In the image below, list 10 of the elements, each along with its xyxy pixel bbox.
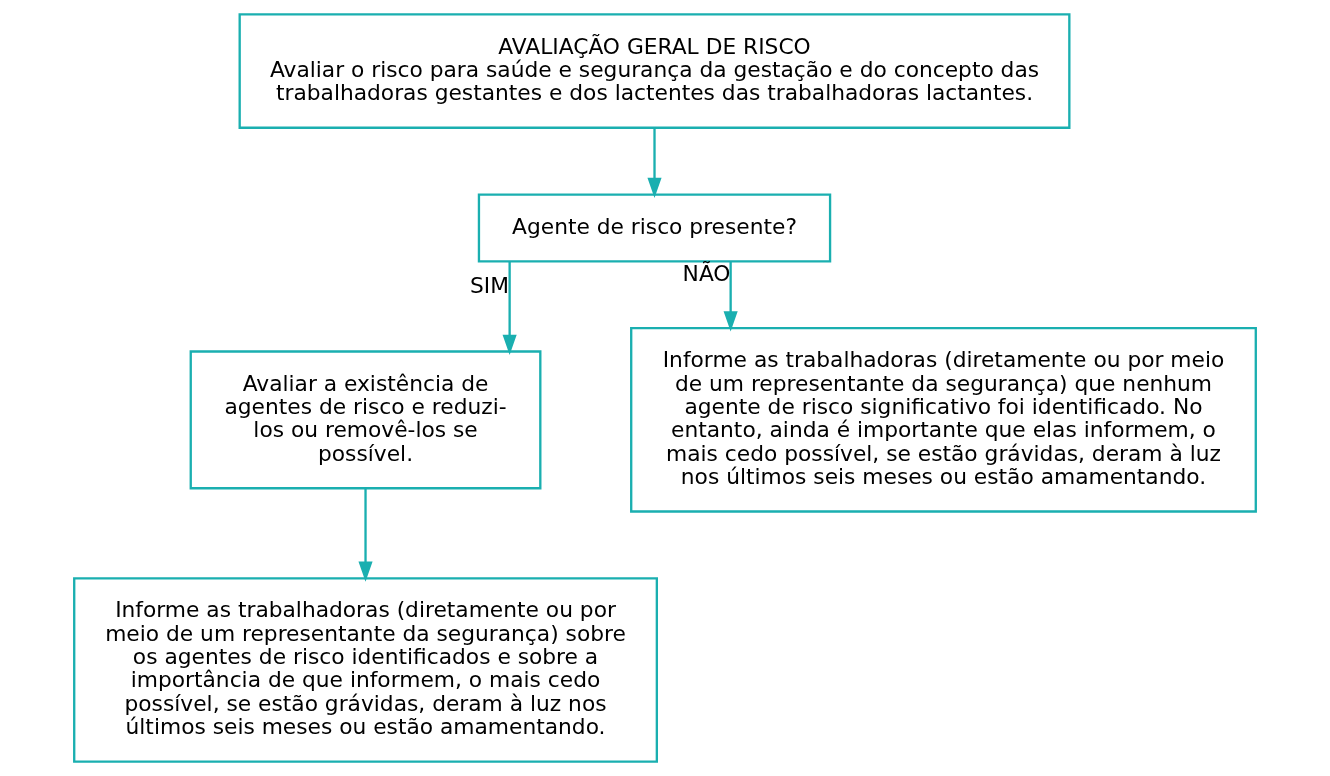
arrow (647, 128, 662, 198)
arrow (723, 261, 738, 332)
node-box: Avaliar a existência de agentes de risco e reduzi-los ou removê-los se possível. (189, 350, 542, 490)
edge-label: SIM (469, 272, 509, 298)
arrow (358, 488, 373, 582)
node-box: Informe as trabalhadoras (diretamente ou por meio de um representante da segurança) que nenhum agente de risco significativo foi identificado. No entanto, ainda é importante que elas informem, o mais cedo possível, se estão grávidas, deram à luz nos últimos seis meses ou estão amamentando. (630, 327, 1257, 513)
node-box: AVALIAÇÃO GERAL DE RISCO Avaliar o risco para saúde e segurança da gestação e do concepto das trabalhadoras gestantes e dos lactentes das trabalhadoras lactantes. (238, 13, 1071, 129)
arrow (502, 261, 517, 355)
node-box: Informe as trabalhadoras (diretamente ou por meio de um representante da segurança) sobre os agentes de risco identificados e sobre a importância de que informem, o mais cedo possível, se estão grávidas, deram à luz nos últimos seis meses ou estão amamentando. (73, 577, 658, 763)
edge-label: NÃO (682, 260, 731, 286)
